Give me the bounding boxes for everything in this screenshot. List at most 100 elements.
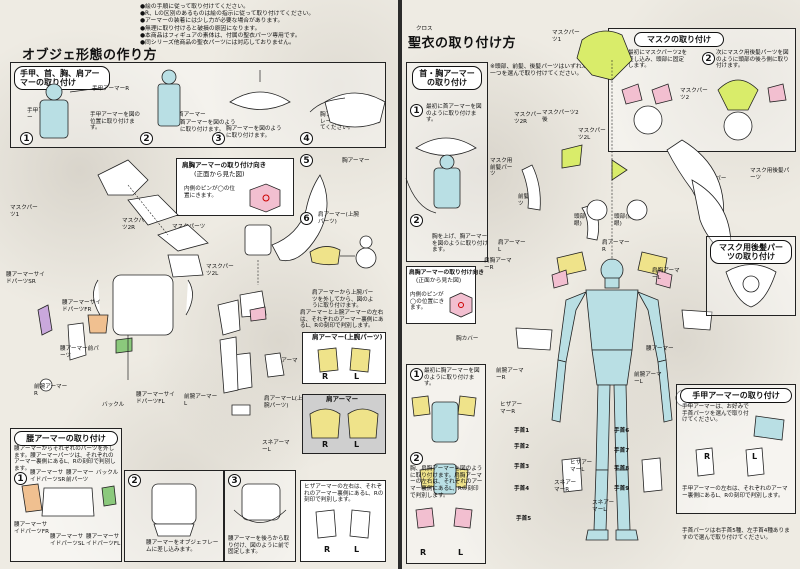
neck-step-2-marker: 2 (410, 214, 423, 227)
mask1-label: マスクパーツ1 (10, 205, 38, 218)
shoulder-step-drawing (309, 235, 377, 269)
step-1-marker: 1 (20, 132, 33, 145)
waist-parts-drawing (21, 483, 117, 517)
head-open-label: 頭部(開眼) (574, 214, 593, 227)
mask-step-2-marker: 2 (702, 52, 715, 65)
hand-neck-chest-drawings (39, 69, 386, 139)
shoulder-upper-parts-title: 肩アーマー(上腕パーツ) (312, 333, 383, 341)
buckle-label: バックル (102, 402, 125, 408)
mask2l-label-right: マスクパーツ2L (578, 128, 606, 141)
waist-side-fr-label-2: 腰アーマーサイドパーツFR (14, 522, 49, 535)
knee-l-label-right: ヒザアーマーL (570, 460, 593, 473)
waist-note: 腰アーマーからそれぞれのパーツを外します。腰アーマーパーツは、それぞれのアーマー… (14, 446, 116, 473)
waist-side-fr-label: 腰アーマーサイドパーツFR (62, 300, 101, 313)
hand-part-3: 手首3 (514, 464, 530, 470)
general-notes: ●絵の手順に従って取り付けてください。 ●R、Lの区別のあるものは絵の指示に従っ… (140, 4, 315, 47)
chest-fix-note-2: 胸、肩胸アーマーを図のように取り付けます。肩胸アーマーの左右は、それぞれのアーマ… (410, 466, 483, 499)
chest-armor-label: 胸アーマー (342, 158, 370, 164)
waist-step-3-marker: 3 (228, 474, 241, 487)
shoulder-upper-label: 肩アーマー(上腕パーツ) (318, 212, 360, 225)
waist-note-2: 腰アーマーをオブジェフレームに差し込みます。 (146, 540, 219, 553)
waist-title: 腰アーマーの取り付け (14, 431, 118, 447)
object-form-title: オブジェ形態の作り方 (22, 48, 158, 63)
step-3-marker: 3 (212, 132, 225, 145)
forearm-r-label: 前腕アーマーR (34, 384, 68, 397)
shoulder-upper-r: R (322, 372, 329, 381)
object-form-drawing (37, 159, 253, 392)
mask-step-1-note: 最初にマスクパーツ2を差し込み、頭部に固定します。 (628, 50, 688, 70)
hand-armor-choose-note: 手甲アーマーは、お好みで手首パーツを選んで取り付けてください。 (682, 404, 749, 424)
buckle-label-2: バックル (96, 470, 119, 476)
shoulder-direction-sub-right: (正面から見た図) (416, 278, 462, 284)
waist-step-1-marker: 1 (14, 472, 27, 485)
shoulder-upper-l: L (354, 372, 360, 381)
waist-step-2-drawing (151, 483, 197, 537)
shoulder-parts-title: 肩アーマー (326, 395, 359, 403)
chest-fix-step-2-marker: 2 (410, 452, 423, 465)
head-note: ※頭部、前髪、後髪パーツはいずれか一つを選んで取り付けてください。 (490, 64, 588, 78)
shoulder-upper-parts-box (302, 332, 386, 384)
forearm-r-label-right: 前腕アーマーR (496, 368, 524, 381)
chest-fix-drawing (411, 395, 477, 529)
shoulder-direction-title-right: 肩胸アーマーの取り付け向き (409, 270, 485, 276)
waist-armor-label-right: 腰アーマー (646, 346, 674, 352)
hand-part-4: 手首4 (514, 486, 530, 492)
hand-part-5: 手首5 (516, 516, 532, 522)
shoulder-parts-l: L (354, 440, 360, 449)
shoulder-pin-drawing (249, 183, 281, 213)
hand-neck-chest-title: 手甲、首、胸、肩アーマーの取り付け (14, 66, 110, 91)
neck-chest-title: 首・胸アーマーの取り付け (412, 66, 482, 91)
shoulder-chest-r-label: 肩胸アーマーR (484, 258, 512, 271)
chest-fix-l: L (458, 548, 464, 557)
neck-drawing (405, 137, 477, 214)
hand-armor-block (676, 384, 796, 514)
shoulder-r-label-right: 肩アーマーR (602, 240, 630, 253)
shoulder-note-2: 肩アーマーと上腕アーマーの左右は、それぞれのアーマー裏側にあるL、Rの刻印で判別… (300, 310, 384, 330)
mask1-label-right: マスクパーツ1 (552, 30, 580, 43)
hand-lr-note: 手甲アーマーの左右は、それぞれのアーマー裏側にあるL、Rの刻印で判別します。 (682, 486, 788, 499)
knee-note: ヒザアーマーの左右は、それぞれのアーマー裏側にあるL、Rの刻印で判別します。 (304, 484, 384, 504)
shoulder-parts-drawing (309, 408, 379, 439)
neck-note: 首アーマーを図のように取り付けます。 (180, 120, 236, 133)
neck-armor-label: 首アーマー (178, 112, 206, 118)
chest-fix-note: 最初に胸アーマーを図のように取り付けます。 (424, 368, 480, 388)
waist-side-fl-label: 腰アーマーサイドパーツFL (136, 392, 175, 405)
shoulder-l-upper-label: 肩アーマーL(上腕パーツ) (264, 396, 303, 409)
mask-rear-hair-drawing (725, 264, 777, 308)
shoulder-l-label-right: 肩アーマーL (498, 240, 526, 253)
neck-note: 最初に首アーマーを図のように取り付けます。 (426, 104, 482, 124)
hand-part-7: 手首7 (614, 448, 630, 454)
mask-step-2-note: 次にマスク用後髪パーツを図のように頭部の後ろ側に取り付けます。 (716, 50, 789, 70)
main-figure-drawing (515, 30, 732, 541)
chest-note-right: 胸を上げ、胸アーマーを図のように取り付けます。 (432, 234, 488, 254)
mask-title: マスクの取り付け (634, 32, 724, 48)
forearm-l-label-right: 前腕アーマーL (634, 372, 662, 385)
shoulder-chest-l-label: 肩胸アーマーL (652, 268, 680, 281)
step-5-marker: 5 (300, 154, 313, 167)
knee-r: R (324, 545, 331, 554)
right-instruction-page: クロス 聖衣の取り付け方 首・胸アーマーの取り付け 1 最初に首アーマーを図のよ… (402, 0, 800, 569)
knee-l: L (354, 545, 360, 554)
shin-l-label: スネアーマーL (262, 440, 290, 453)
forearm-l-label: 前腕アーマーL (184, 394, 218, 407)
hand-armor-r: R (704, 452, 711, 461)
mask2-label: マスクパーツ2 (680, 88, 708, 101)
step-2-marker: 2 (140, 132, 153, 145)
hand-part-9: 手首9 (614, 486, 630, 492)
shoulder-upper-parts-drawing (317, 347, 371, 373)
mask2back-label-right: マスクパーツ2後 (542, 110, 579, 123)
step-6-marker: 6 (300, 212, 313, 225)
knee-parts-drawing (315, 509, 371, 539)
shin-l-label-right: スネアーマーL (592, 500, 615, 513)
cloth-title-block: クロス 聖衣の取り付け方 (408, 26, 516, 51)
knee-note-box (300, 480, 386, 562)
waist-side-fl-label-2: 腰アーマーサイドパーツFL (86, 534, 121, 547)
pin-note: 内側のピンが◯の位置にきます。 (184, 186, 236, 199)
hand-parts-note: 手首パーツは右手首5種、左手首4種ありますので選んで取り付けてください。 (682, 528, 790, 541)
mask2l-label: マスクパーツ2L (206, 264, 234, 277)
shoulder-direction-title: 肩胸アーマーの取り付け向き (182, 161, 267, 169)
hand-armor-note: 手甲アーマーを図の位置に取り付けます。 (90, 112, 141, 132)
hand-armor-drawing (695, 415, 785, 477)
knee-r-label-right: ヒザアーマーR (500, 402, 523, 415)
waist-step-3-drawing (233, 483, 287, 523)
